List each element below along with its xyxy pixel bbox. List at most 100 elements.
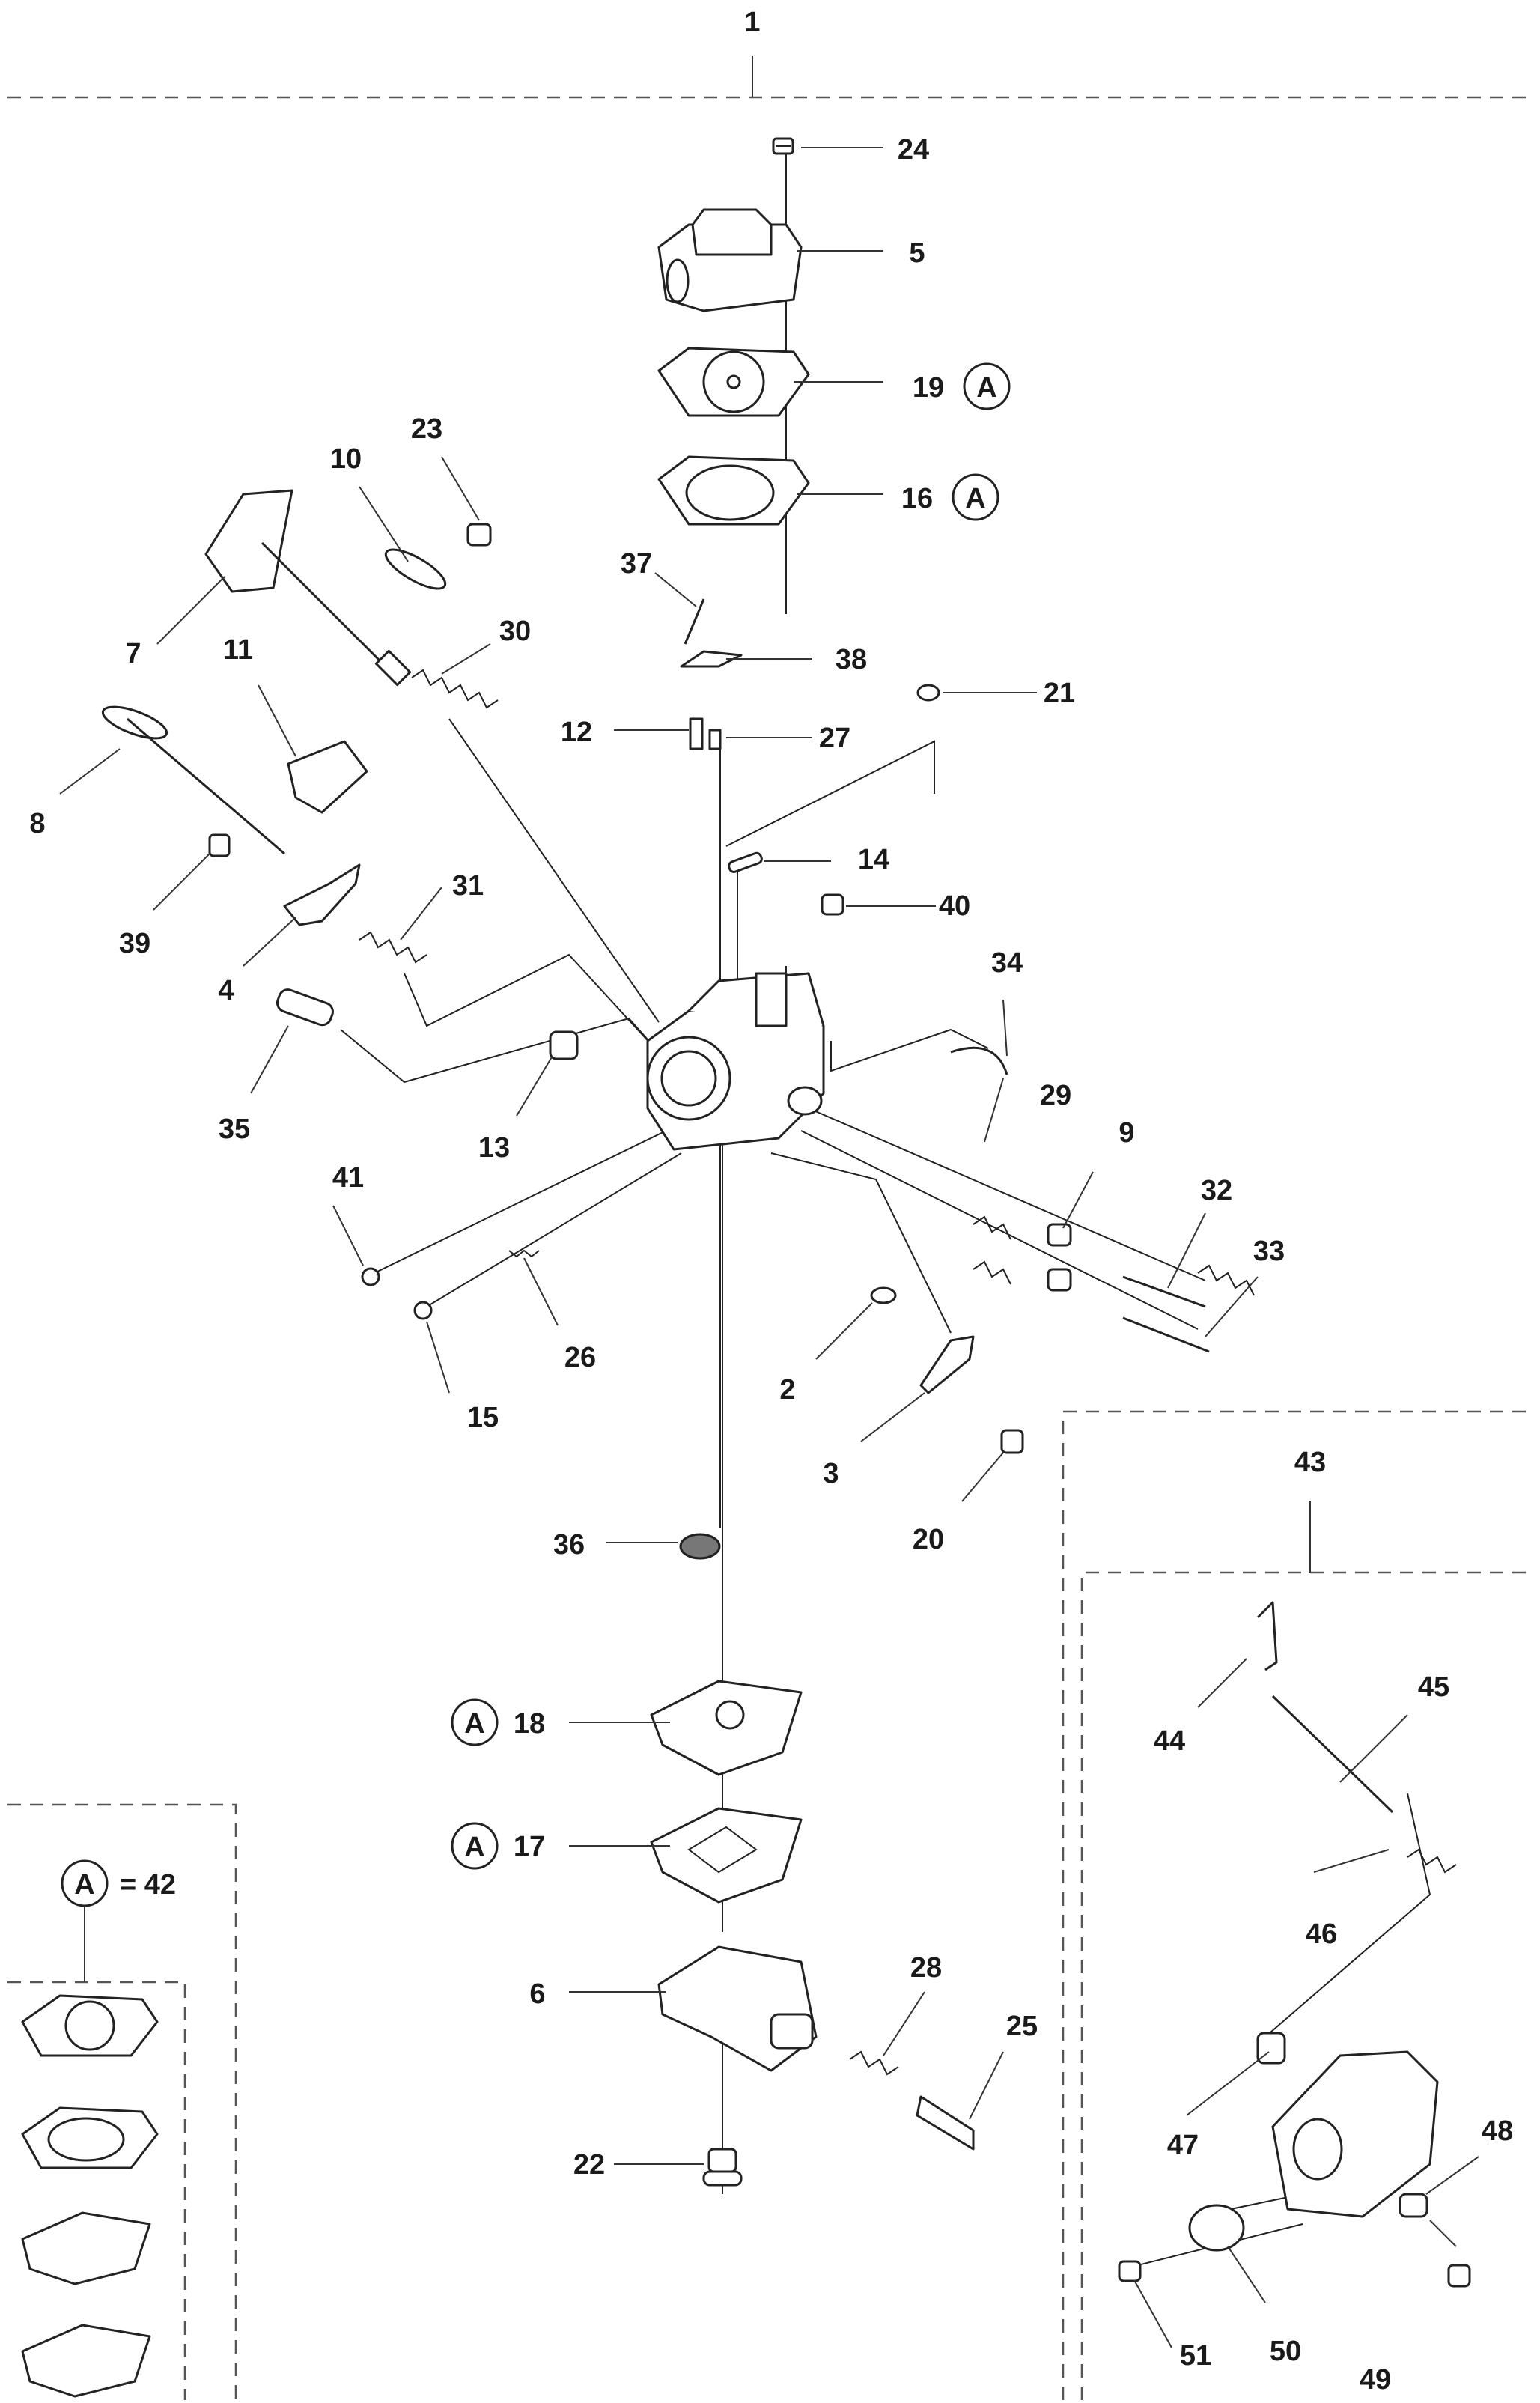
bush-9-icon bbox=[1047, 1223, 1072, 1247]
screw-51-icon bbox=[1118, 2260, 1142, 2282]
screw-22-icon bbox=[702, 2148, 743, 2187]
callout-23: 23 bbox=[411, 413, 442, 445]
callout-18: 18 bbox=[514, 1708, 545, 1740]
pump-cover-icon bbox=[657, 208, 803, 312]
callout-7: 7 bbox=[125, 638, 141, 669]
callout-13: 13 bbox=[478, 1132, 510, 1164]
plug-40-icon bbox=[821, 893, 844, 916]
callout-24: 24 bbox=[898, 134, 929, 165]
marker-a-text: A bbox=[464, 1708, 484, 1740]
callout-47: 47 bbox=[1167, 2130, 1199, 2161]
marker-a-text: A bbox=[464, 1832, 484, 1863]
pump-diaphragm-icon bbox=[657, 347, 810, 417]
spring-46-icon bbox=[1407, 1848, 1457, 1874]
callout-5: 5 bbox=[909, 237, 925, 269]
callout-48: 48 bbox=[1482, 2115, 1513, 2147]
reference-markers: A A A A A = 42 bbox=[61, 362, 1011, 1907]
callout-labels: 1 24 5 19 16 23 10 37 30 38 7 11 21 12 2… bbox=[29, 7, 1513, 2396]
callout-14: 14 bbox=[858, 844, 889, 875]
callout-9: 9 bbox=[1119, 1117, 1134, 1149]
lever-38-icon bbox=[680, 650, 743, 668]
callout-45: 45 bbox=[1418, 1671, 1449, 1703]
callout-30: 30 bbox=[499, 616, 531, 647]
callout-2: 2 bbox=[779, 1374, 795, 1406]
callout-25: 25 bbox=[1006, 2011, 1038, 2042]
filter-screen-icon bbox=[679, 1533, 721, 1560]
marker-a-text: A bbox=[965, 483, 985, 514]
bush-47-icon bbox=[1256, 2032, 1286, 2065]
ball-15-icon bbox=[413, 1301, 433, 1320]
housing-icon bbox=[1271, 2050, 1439, 2218]
callout-17: 17 bbox=[514, 1831, 545, 1862]
pin-37-icon bbox=[684, 598, 705, 645]
callout-19: 19 bbox=[913, 372, 944, 404]
callout-32: 32 bbox=[1201, 1175, 1232, 1206]
spring-26-icon bbox=[508, 1249, 540, 1258]
plate-50-icon bbox=[1188, 2204, 1245, 2252]
marker-a-text: A bbox=[976, 372, 996, 404]
callout-36: 36 bbox=[553, 1529, 585, 1561]
sleeve-35-icon bbox=[276, 988, 334, 1027]
callout-20: 20 bbox=[913, 1524, 944, 1555]
callout-35: 35 bbox=[219, 1114, 250, 1145]
callout-8: 8 bbox=[29, 808, 45, 839]
kit-metering-gasket-icon bbox=[21, 2324, 151, 2398]
lever-3-icon bbox=[919, 1335, 975, 1394]
spring-27-icon bbox=[708, 729, 722, 750]
callout-29: 29 bbox=[1040, 1080, 1071, 1111]
callout-27: 27 bbox=[819, 723, 850, 754]
carburetor-body-icon bbox=[646, 972, 825, 1151]
callout-26: 26 bbox=[564, 1342, 596, 1373]
shaft-45-icon bbox=[1271, 1695, 1394, 1814]
choke-shaft-icon bbox=[101, 705, 285, 855]
marker-a-19: A bbox=[963, 362, 1011, 410]
screw-24-icon bbox=[772, 137, 794, 155]
callout-12: 12 bbox=[561, 717, 592, 748]
disc-10-icon bbox=[384, 548, 447, 590]
callout-40: 40 bbox=[939, 890, 970, 922]
callout-49: 49 bbox=[1360, 2364, 1391, 2396]
callout-31: 31 bbox=[452, 870, 484, 902]
callout-44: 44 bbox=[1154, 1725, 1185, 1757]
spring-28-icon bbox=[849, 2050, 899, 2076]
marker-a-kit: A bbox=[61, 1859, 109, 1907]
needle-33-icon bbox=[1122, 1316, 1210, 1353]
spring-31-icon bbox=[359, 931, 427, 964]
pin-14-icon bbox=[728, 851, 763, 873]
screw-39-icon bbox=[208, 833, 231, 857]
bush-48-icon bbox=[1399, 2193, 1428, 2218]
lever-44-icon bbox=[1256, 1601, 1278, 1671]
choke-plate-icon bbox=[287, 740, 368, 814]
screw-49-icon bbox=[1447, 2264, 1471, 2288]
callout-15: 15 bbox=[467, 1402, 499, 1433]
assembly-lines bbox=[340, 154, 1431, 2266]
callout-22: 22 bbox=[573, 2149, 605, 2181]
metering-gasket-icon bbox=[650, 1807, 803, 1904]
spring-29-icon bbox=[1197, 1264, 1255, 1296]
screw-21-icon bbox=[916, 684, 940, 702]
callout-16: 16 bbox=[901, 483, 933, 514]
callout-41: 41 bbox=[332, 1162, 364, 1194]
callout-10: 10 bbox=[330, 443, 362, 475]
marker-a-16: A bbox=[952, 473, 999, 521]
marker-a-text: A bbox=[74, 1869, 94, 1901]
marker-a-18: A bbox=[451, 1698, 499, 1746]
callout-37: 37 bbox=[621, 548, 652, 580]
callout-1: 1 bbox=[744, 7, 760, 38]
ball-41-icon bbox=[361, 1267, 380, 1286]
parts bbox=[21, 137, 1471, 2398]
washer-2-icon bbox=[870, 1286, 897, 1304]
callout-38: 38 bbox=[836, 644, 867, 675]
callout-43: 43 bbox=[1294, 1447, 1326, 1478]
screw-25-icon bbox=[916, 2095, 975, 2151]
callout-33: 33 bbox=[1253, 1236, 1285, 1267]
callout-3: 3 bbox=[823, 1458, 839, 1489]
throttle-shaft-icon bbox=[204, 489, 412, 687]
callout-34: 34 bbox=[991, 947, 1023, 979]
group-boundaries bbox=[7, 56, 1535, 2400]
callout-leaders bbox=[59, 147, 1479, 2348]
callout-51: 51 bbox=[1180, 2340, 1211, 2372]
marker-a-17: A bbox=[451, 1822, 499, 1870]
plug-13-icon bbox=[549, 1030, 579, 1060]
callout-21: 21 bbox=[1044, 678, 1075, 709]
